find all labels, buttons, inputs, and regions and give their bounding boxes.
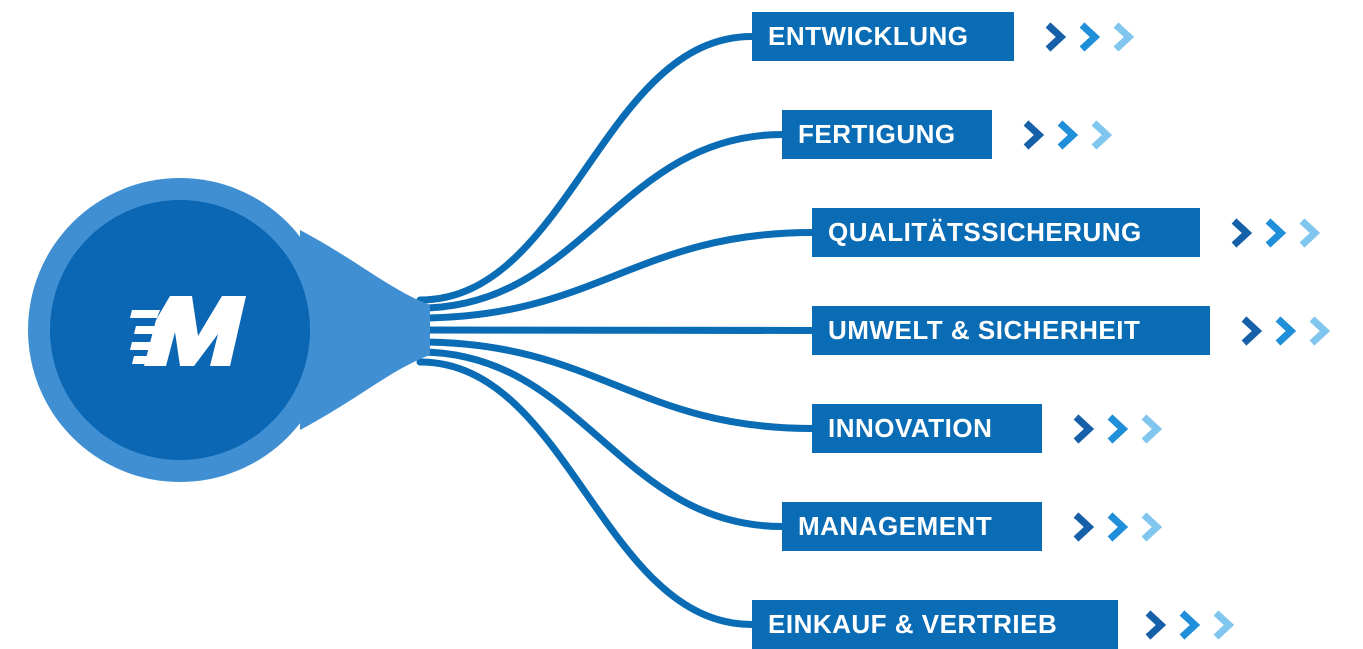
branch-label-text: EINKAUF & VERTRIEB <box>768 609 1058 639</box>
chevron-right-icon <box>1091 119 1113 150</box>
branch-label-text: ENTWICKLUNG <box>768 21 969 51</box>
chevron-right-icon <box>1231 217 1253 248</box>
chevron-right-icon <box>1145 609 1167 640</box>
chevron-right-icon <box>1141 413 1163 444</box>
chevron-right-icon <box>1241 315 1263 346</box>
branch-label-text: FERTIGUNG <box>798 119 956 149</box>
chevron-group-fertigung[interactable] <box>1018 110 1116 159</box>
chevron-right-icon <box>1107 511 1129 542</box>
chevron-right-icon <box>1023 119 1045 150</box>
branch-label-management[interactable]: MANAGEMENT <box>782 502 1042 551</box>
branch-label-umwelt-sicherheit[interactable]: UMWELT & SICHERHEIT <box>812 306 1210 355</box>
branch-label-einkauf-vertrieb[interactable]: EINKAUF & VERTRIEB <box>752 600 1118 649</box>
chevron-group-innovation[interactable] <box>1068 404 1166 453</box>
chevron-group-entwicklung[interactable] <box>1040 12 1138 61</box>
chevron-right-icon <box>1141 511 1163 542</box>
hub-neck <box>300 230 430 430</box>
chevron-right-icon <box>1079 21 1101 52</box>
chevron-right-icon <box>1265 217 1287 248</box>
chevron-right-icon <box>1113 21 1135 52</box>
branch-label-text: UMWELT & SICHERHEIT <box>828 315 1141 345</box>
branch-label-fertigung[interactable]: FERTIGUNG <box>782 110 992 159</box>
chevron-right-icon <box>1213 609 1235 640</box>
branch-label-innovation[interactable]: INNOVATION <box>812 404 1042 453</box>
chevron-group-management[interactable] <box>1068 502 1166 551</box>
branch-label-text: MANAGEMENT <box>798 511 993 541</box>
chevron-right-icon <box>1275 315 1297 346</box>
connector-line-umwelt-sicherheit <box>416 326 816 334</box>
chevron-right-icon <box>1309 315 1331 346</box>
chevron-right-icon <box>1179 609 1201 640</box>
connector-line-management <box>416 348 786 530</box>
chevron-group-umwelt-sicherheit[interactable] <box>1236 306 1334 355</box>
chevron-right-icon <box>1299 217 1321 248</box>
connector-line-innovation <box>416 338 816 432</box>
chevron-right-icon <box>1073 413 1095 444</box>
branch-label-text: QUALITÄTSSICHERUNG <box>828 217 1142 247</box>
connector-line-qualitaetssicherung <box>416 229 816 322</box>
connector-lines <box>416 33 816 628</box>
branch-label-qualitaetssicherung[interactable]: QUALITÄTSSICHERUNG <box>812 208 1200 257</box>
connector-line-fertigung <box>416 131 786 312</box>
m-logo-icon <box>130 296 246 366</box>
branch-label-text: INNOVATION <box>828 413 993 443</box>
chevron-right-icon <box>1073 511 1095 542</box>
connector-line-einkauf-vertrieb <box>416 358 756 628</box>
chevron-group-einkauf-vertrieb[interactable] <box>1140 600 1238 649</box>
chevron-right-icon <box>1107 413 1129 444</box>
chevron-right-icon <box>1057 119 1079 150</box>
branch-label-entwicklung[interactable]: ENTWICKLUNG <box>752 12 1014 61</box>
chevron-group-qualitaetssicherung[interactable] <box>1226 208 1324 257</box>
connector-line-entwicklung <box>416 33 756 304</box>
m-logo-shape <box>130 296 246 366</box>
chevron-right-icon <box>1045 21 1067 52</box>
